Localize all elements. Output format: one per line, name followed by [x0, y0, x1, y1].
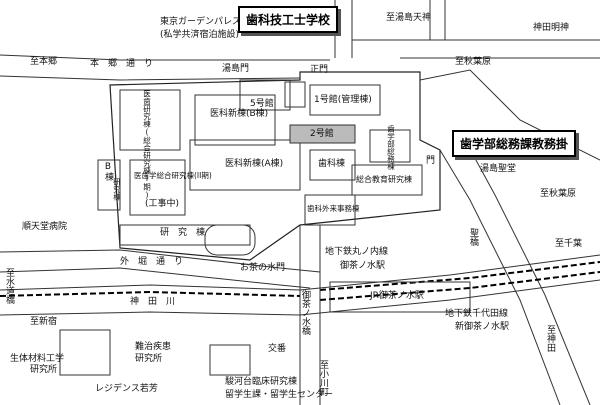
label-to-shinjuku: 至新宿 — [30, 317, 58, 327]
label-to-akihabara-2: 至秋葉原 — [540, 189, 577, 199]
label-to-yushima-tenjin: 至湯島天神 — [386, 13, 432, 23]
label-intractable-2: 研究所 — [135, 354, 163, 364]
label-med-dental-research: 医歯研究棟(総合研究棟I期) — [142, 90, 152, 200]
integrated-research-building — [129, 159, 186, 216]
rail-3 — [319, 271, 600, 301]
label-gate: 門 — [424, 155, 434, 164]
label-to-ogawamachi: 至小川町 — [318, 360, 328, 396]
label-construction: (工事中) — [145, 199, 180, 209]
label-yushima-seido: 湯島聖堂 — [480, 164, 517, 174]
label-marunouchi: 地下鉄丸ノ内線 — [325, 247, 389, 257]
label-kanda-river: 神 田 川 — [130, 297, 176, 307]
label-surugadai-2: 留学生課・留学生センター — [225, 390, 334, 400]
label-residence: レジデンス若芳 — [95, 384, 158, 394]
label-surugadai-1: 駿河台臨床研究棟 — [225, 377, 298, 387]
label-bldg-5: 5号館 — [250, 99, 274, 109]
b-building — [97, 159, 121, 211]
dental-affairs-building — [369, 129, 411, 163]
label-general-education: 総合教育研究棟 — [356, 175, 412, 184]
label-biomaterial-2: 研究所 — [30, 365, 58, 375]
surugadai-building — [209, 344, 251, 376]
research-building — [119, 224, 251, 246]
label-research-small: 研究棟 — [112, 178, 122, 201]
label-jr-station: JR御茶ノ水駅 — [370, 291, 424, 301]
label-to-akihabara-1: 至秋葉原 — [455, 57, 492, 67]
label-yushima-gate: 湯島門 — [222, 64, 250, 74]
dental-outpatient-building — [304, 194, 356, 226]
label-chiyoda-sta: 新御茶ノ水駅 — [455, 322, 510, 332]
med-new-b-building — [194, 94, 276, 146]
label-biomaterial-1: 生体材料工学 — [10, 354, 65, 364]
sotobori-road-2 — [0, 267, 311, 289]
label-junten-hospital: 順天堂病院 — [22, 222, 68, 232]
label-dental-building: 歯科棟 — [318, 159, 346, 169]
label-garden-palace: 東京ガーデンパレス — [160, 17, 242, 27]
rail-1 — [0, 290, 301, 297]
office-callout: 歯学部総務課教務掛 — [452, 130, 577, 157]
general-education-building — [351, 164, 423, 196]
school-callout: 歯科技工士学校 — [238, 6, 339, 33]
label-to-senju: 至千葉 — [555, 239, 583, 249]
hongo-road-edge-2 — [0, 75, 301, 81]
label-sotobori: 外 堀 通 り — [120, 257, 184, 267]
label-marunouchi-sta: 御茶ノ水駅 — [340, 261, 386, 271]
label-to-suidobashi: 至水道橋 — [4, 268, 14, 304]
bldg-5-building — [239, 79, 291, 111]
label-dental-general-affairs: 歯学部総務棟 — [386, 125, 396, 170]
label-garden-palace-2: (私学共済宿泊施設) — [160, 30, 240, 40]
bldg-2-building — [289, 124, 356, 144]
label-research-bldg: 研 究 棟 — [160, 228, 206, 238]
label-ochanomizu-bridge: 御茶ノ水橋 — [300, 290, 310, 335]
bldg-1-building — [309, 84, 381, 116]
label-b-bldg: B棟 — [103, 162, 113, 181]
hijiri-road-2 — [464, 139, 591, 405]
label-med-new-a: 医科新棟(A棟) — [225, 159, 284, 169]
hijiri-road-1 — [439, 149, 561, 405]
label-ochanomizu-gate: お茶の水門 — [240, 263, 286, 273]
label-bldg-1: 1号館(管理棟) — [314, 95, 372, 105]
courtyard-loop — [204, 224, 256, 256]
label-koban: 交番 — [268, 344, 287, 354]
small-building — [284, 81, 306, 108]
label-med-new-b: 医科新棟(B棟) — [210, 109, 269, 119]
label-integrated-research: 医歯学総合研究棟(II期) — [134, 171, 212, 180]
label-intractable-1: 難治疾患 — [135, 342, 172, 352]
label-bldg-2: 2号館 — [310, 129, 334, 139]
label-kanda-myojin: 神田明神 — [533, 23, 570, 33]
hongo-road-edge-1 — [0, 54, 330, 61]
label-hongo-dori: 本 郷 通 り — [90, 59, 154, 69]
label-chiyoda-line: 地下鉄千代田線 — [445, 309, 509, 319]
label-main-gate: 正門 — [310, 65, 329, 75]
med-dental-research-building — [119, 89, 181, 151]
jr-station-platform — [329, 281, 471, 313]
rail-2 — [319, 261, 600, 291]
label-hijiri-bridge: 聖橋 — [468, 228, 478, 246]
biomaterial-building — [59, 329, 111, 376]
med-new-a-building — [189, 139, 301, 191]
label-to-kanda: 至神田 — [545, 325, 555, 352]
label-dental-outpatient: 歯科外来事務棟 — [307, 204, 360, 213]
label-to-hongo: 至本郷 — [30, 57, 58, 67]
